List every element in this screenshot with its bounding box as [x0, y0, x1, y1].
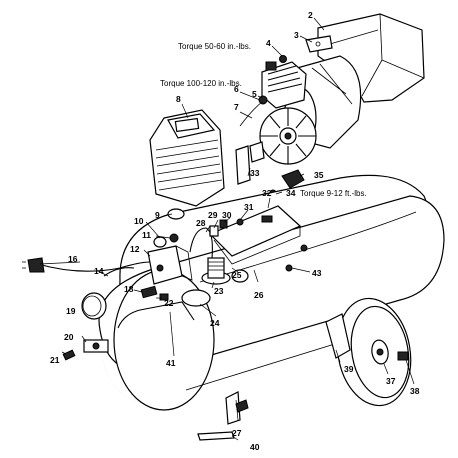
tank-handle	[117, 301, 195, 329]
mount-bolt	[285, 264, 293, 272]
callout-18: 18	[124, 284, 134, 294]
wheel-bracket	[325, 313, 351, 359]
strain-relief	[103, 267, 135, 277]
callout-4: 4	[266, 38, 271, 48]
callout-26: 26	[254, 290, 264, 300]
callout-33: 33	[250, 168, 260, 178]
torque-head-note: Torque 50-60 in.-lbs.	[178, 42, 251, 51]
callout-35: 35	[314, 170, 324, 180]
pressure-switch	[147, 245, 193, 285]
leg-foot	[235, 399, 249, 413]
regulator	[201, 257, 249, 285]
torque-wheel-note: Torque 9-12 ft.-lbs.	[300, 189, 367, 198]
callout-41: 41	[166, 358, 176, 368]
callout-10: 10	[134, 216, 144, 226]
power-cord	[22, 257, 151, 273]
callout-20: 20	[64, 332, 74, 342]
check-valve	[209, 225, 219, 237]
callout-8: 8	[176, 94, 181, 104]
callout-23: 23	[214, 286, 224, 296]
fan-cover	[149, 109, 225, 207]
safety-valve	[169, 233, 179, 243]
switch-knob	[153, 236, 167, 248]
quick-coupler	[140, 285, 158, 299]
callout-27: 27	[232, 428, 242, 438]
tank-label	[197, 431, 235, 441]
callout-9: 9	[155, 210, 160, 220]
callout-40: 40	[250, 442, 260, 452]
callout-5: 5	[252, 89, 257, 99]
shroud-bracket	[305, 35, 333, 53]
callout-43: 43	[312, 268, 322, 278]
compressor-fitting	[258, 95, 268, 105]
callout-22: 22	[164, 298, 174, 308]
head-bolt	[279, 55, 287, 63]
callout-30: 30	[222, 210, 232, 220]
elbow-fitting	[219, 219, 228, 229]
pump-mounting-plate	[208, 205, 302, 265]
callout-32: 32	[262, 188, 272, 198]
callout-25: 25	[232, 270, 242, 280]
axle-bolt	[397, 351, 409, 361]
callout-19: 19	[66, 306, 76, 316]
callout-11: 11	[142, 230, 151, 240]
callout-6: 6	[234, 84, 239, 94]
regulator-knob	[181, 289, 211, 307]
callout-21: 21	[50, 355, 60, 365]
callout-37: 37	[386, 376, 396, 386]
tube-nut	[236, 218, 244, 226]
knob-cap	[167, 208, 185, 220]
wheel	[336, 297, 412, 407]
drain-valve	[83, 339, 109, 353]
torque-pump-note: Torque 100-120 in.-lbs.	[160, 79, 242, 88]
callout-38: 38	[410, 386, 420, 396]
callout-29: 29	[208, 210, 218, 220]
callout-16: 16	[68, 254, 78, 264]
callout-28: 28	[196, 218, 206, 228]
pressure-gauge	[81, 292, 107, 320]
leader-lines	[39, 17, 415, 441]
callout-39: 39	[344, 364, 354, 374]
callout-7: 7	[234, 102, 239, 112]
callout-14: 14	[94, 266, 104, 276]
pump-cylinder-head	[261, 61, 307, 109]
callout-31: 31	[244, 202, 254, 212]
tank-leg	[225, 391, 241, 425]
mount-bolt-2	[300, 244, 308, 252]
coupler-fitting	[159, 293, 169, 301]
callout-24: 24	[210, 318, 220, 328]
rubber-foot	[281, 169, 305, 189]
outlet-tube	[239, 101, 263, 127]
cooling-fan	[259, 107, 317, 165]
cover-bracket	[235, 141, 265, 185]
callout-12: 12	[130, 244, 140, 254]
release-tube	[189, 227, 213, 259]
callout-34: 34	[286, 188, 296, 198]
drain-plug	[62, 349, 76, 361]
callout-2: 2	[308, 10, 313, 20]
callout-3: 3	[294, 30, 299, 40]
